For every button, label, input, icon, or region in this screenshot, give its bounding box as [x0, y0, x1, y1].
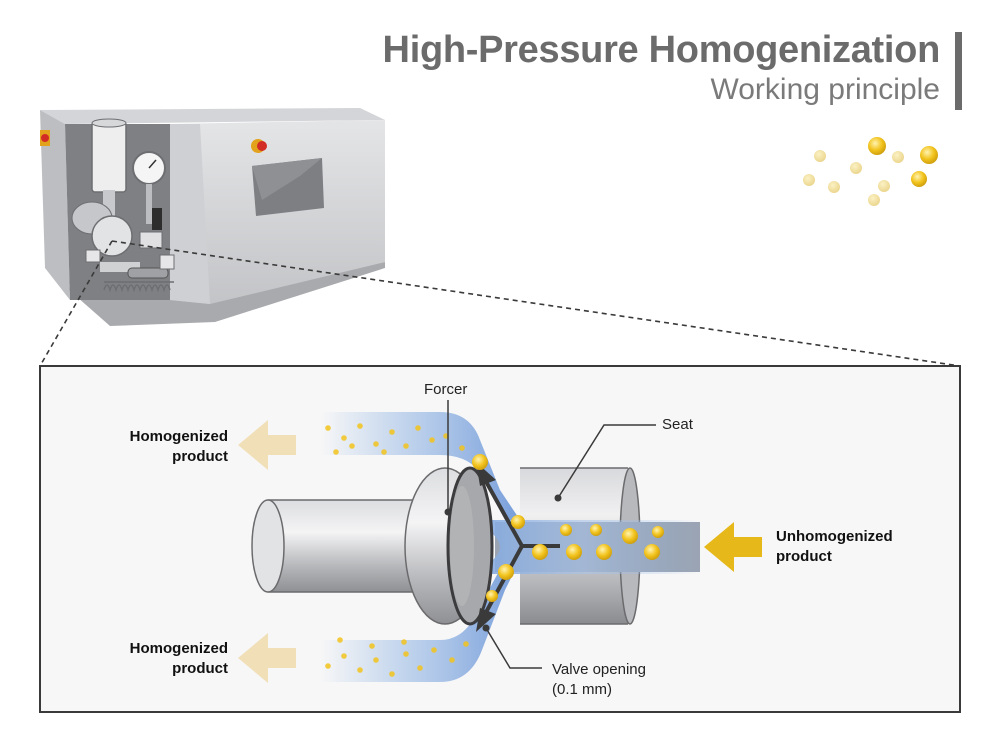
title-accent-bar: [955, 32, 962, 110]
homogenizer-machine-icon: [40, 108, 385, 326]
droplet-small: [337, 637, 343, 643]
droplet-large: [560, 524, 572, 536]
leader-lines: [447, 400, 656, 669]
droplet-small: [325, 663, 331, 669]
homogenized-product-top-label: Homogenized product: [129, 428, 228, 465]
droplet-small: [325, 425, 331, 431]
droplet-small: [373, 657, 379, 663]
droplet-small: [403, 651, 409, 657]
droplet-small: [341, 435, 347, 441]
droplet-large: [472, 454, 488, 470]
droplet-small: [401, 639, 407, 645]
valve-opening-label: Valve opening (0.1 mm): [552, 661, 646, 698]
outflow-arrow-top: [238, 420, 296, 470]
droplets-icon: [803, 137, 938, 206]
homogenized-product-bottom-label: Homogenized product: [129, 640, 228, 677]
droplet-small: [389, 671, 395, 677]
droplet-small: [459, 445, 465, 451]
droplet-large: [566, 544, 582, 560]
droplet-small: [417, 665, 423, 671]
droplet-large: [644, 544, 660, 560]
droplet-small: [357, 423, 363, 429]
droplet-large: [532, 544, 548, 560]
page-title: High-Pressure Homogenization: [382, 29, 941, 71]
droplet-small: [463, 641, 469, 647]
droplet-large: [596, 544, 612, 560]
droplet-large: [590, 524, 602, 536]
droplet-large: [652, 526, 664, 538]
droplet-small: [341, 653, 347, 659]
forcer-label: Forcer: [424, 381, 468, 398]
droplet-small: [431, 647, 437, 653]
droplet-small: [373, 441, 379, 447]
droplet-small: [429, 437, 435, 443]
droplet-small: [415, 425, 421, 431]
droplet-large: [511, 515, 525, 529]
droplet-large: [622, 528, 638, 544]
droplet-large: [486, 590, 498, 602]
inflow-arrow: [704, 522, 762, 572]
droplet-small: [403, 443, 409, 449]
droplet-small: [333, 449, 339, 455]
droplet-small: [369, 643, 375, 649]
droplet-small: [349, 443, 355, 449]
header: High-Pressure Homogenization Working pri…: [382, 28, 941, 108]
droplet-small: [449, 657, 455, 663]
droplet-small: [389, 429, 395, 435]
seat-label: Seat: [662, 416, 693, 433]
droplet-large: [498, 564, 514, 580]
page-subtitle: Working principle: [710, 73, 940, 106]
valve-cross-section-icon: [238, 412, 762, 683]
zoom-lines: [39, 240, 961, 367]
droplet-small: [381, 449, 387, 455]
outflow-arrow-bottom: [238, 633, 296, 683]
unhomogenized-product-label: Unhomogenized product: [776, 528, 893, 565]
droplet-small: [357, 667, 363, 673]
